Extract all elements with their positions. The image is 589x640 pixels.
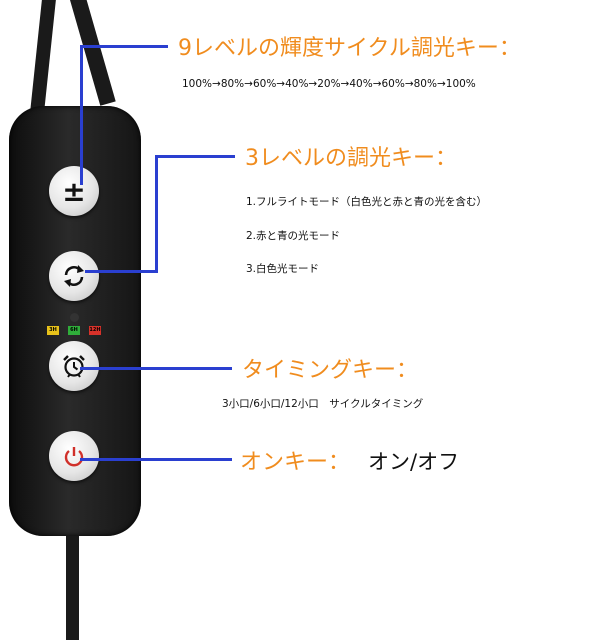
timer-button[interactable] (49, 341, 99, 391)
cycle-arrows-icon (64, 265, 84, 287)
dimming-line-h (155, 155, 235, 158)
bottom-cable (66, 530, 79, 640)
brightness-line-h (80, 45, 168, 48)
alarm-clock-icon (63, 355, 85, 378)
brightness-title: 9レベルの輝度サイクル調光キー： (178, 36, 521, 61)
top-cable (30, 0, 56, 112)
remote-controller: ± 3H 6H 12H (9, 106, 141, 536)
power-button[interactable] (49, 431, 99, 481)
indicator-12h: 12H (89, 326, 101, 335)
brightness-button[interactable]: ± (49, 166, 99, 216)
dimming-mode-1: 1.フルライトモード（白色光と赤と青の光を含む） (246, 196, 488, 208)
timer-title: タイミングキー： (242, 358, 419, 383)
power-line (80, 458, 232, 461)
timer-description: 3小口/6小口/12小口 サイクルタイミング (222, 398, 424, 410)
power-title: オンキー： (240, 450, 351, 475)
brightness-line-v (80, 45, 83, 185)
power-icon (64, 447, 84, 467)
indicator-6h: 6H (68, 326, 80, 335)
timer-line (80, 367, 232, 370)
dimming-mode-2: 2.赤と青の光モード (246, 230, 341, 242)
dimming-title: 3レベルの調光キー： (245, 146, 457, 171)
dimming-line-v (155, 155, 158, 273)
indicator-sensor (70, 313, 79, 322)
dimming-line-h2 (85, 270, 158, 273)
side-cable (70, 0, 116, 106)
brightness-cycle: 100%→80%→60%→40%→20%→40%→60%→80%→100% (182, 78, 476, 90)
power-description: オン/オフ (368, 450, 460, 474)
plus-minus-icon: ± (62, 174, 86, 208)
dimming-mode-3: 3.白色光モード (246, 263, 320, 275)
indicator-3h: 3H (47, 326, 59, 335)
dimming-mode-button[interactable] (49, 251, 99, 301)
